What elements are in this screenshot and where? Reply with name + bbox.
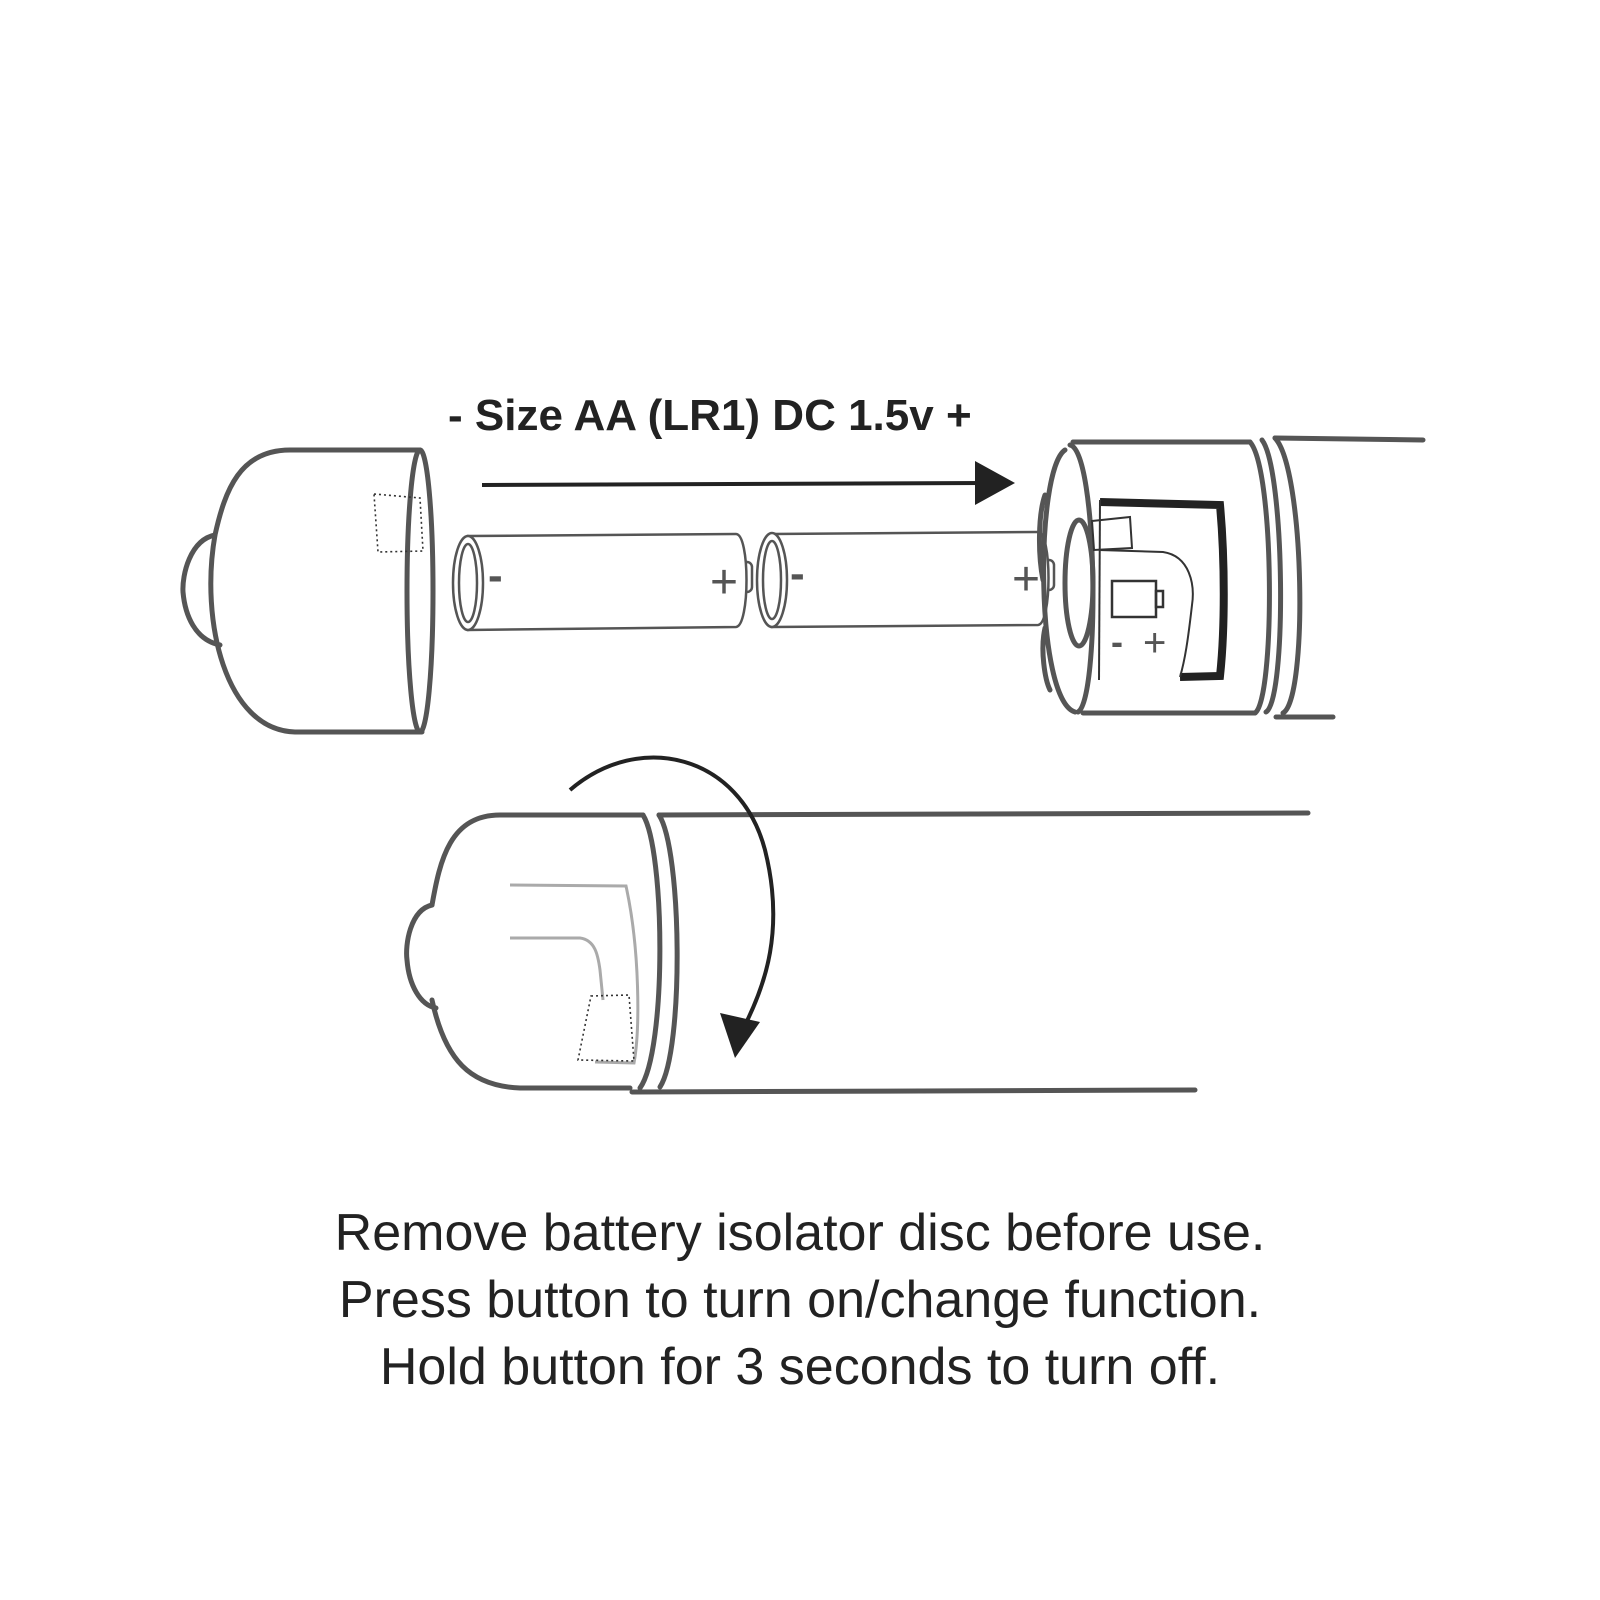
instruction-press-button: Press button to turn on/change function. <box>338 1271 1262 1329</box>
assembled-device <box>404 810 1311 1095</box>
battery-2-negative-label: - <box>790 549 805 598</box>
compartment-negative-label: - <box>1111 621 1123 662</box>
instruction-hold-button: Hold button for 3 seconds to turn off. <box>379 1338 1221 1396</box>
power-button <box>180 532 223 648</box>
battery-1-positive-label: + <box>710 556 738 609</box>
instructions-block: Remove battery isolator disc before use.… <box>0 1200 1600 1401</box>
battery-1-negative-label: - <box>488 551 503 600</box>
isolator-disc-marker-installed <box>577 994 635 1062</box>
battery-2-positive-label: + <box>1012 553 1040 606</box>
aa-battery-1: - + <box>451 532 754 632</box>
aa-battery-2: - + <box>755 530 1056 629</box>
isolator-disc-marker <box>373 493 424 553</box>
instruction-remove-isolator: Remove battery isolator disc before use. <box>334 1204 1266 1262</box>
insert-direction-arrow <box>481 461 1015 505</box>
end-cap-removed <box>180 447 436 735</box>
polarity-battery-icon <box>1110 579 1165 619</box>
twist-rotation-arrow <box>568 755 776 1058</box>
battery-size-label: - Size AA (LR1) DC 1.5v + <box>448 391 972 440</box>
battery-compartment-body: - + <box>1037 435 1426 720</box>
compartment-positive-label: + <box>1143 621 1166 665</box>
